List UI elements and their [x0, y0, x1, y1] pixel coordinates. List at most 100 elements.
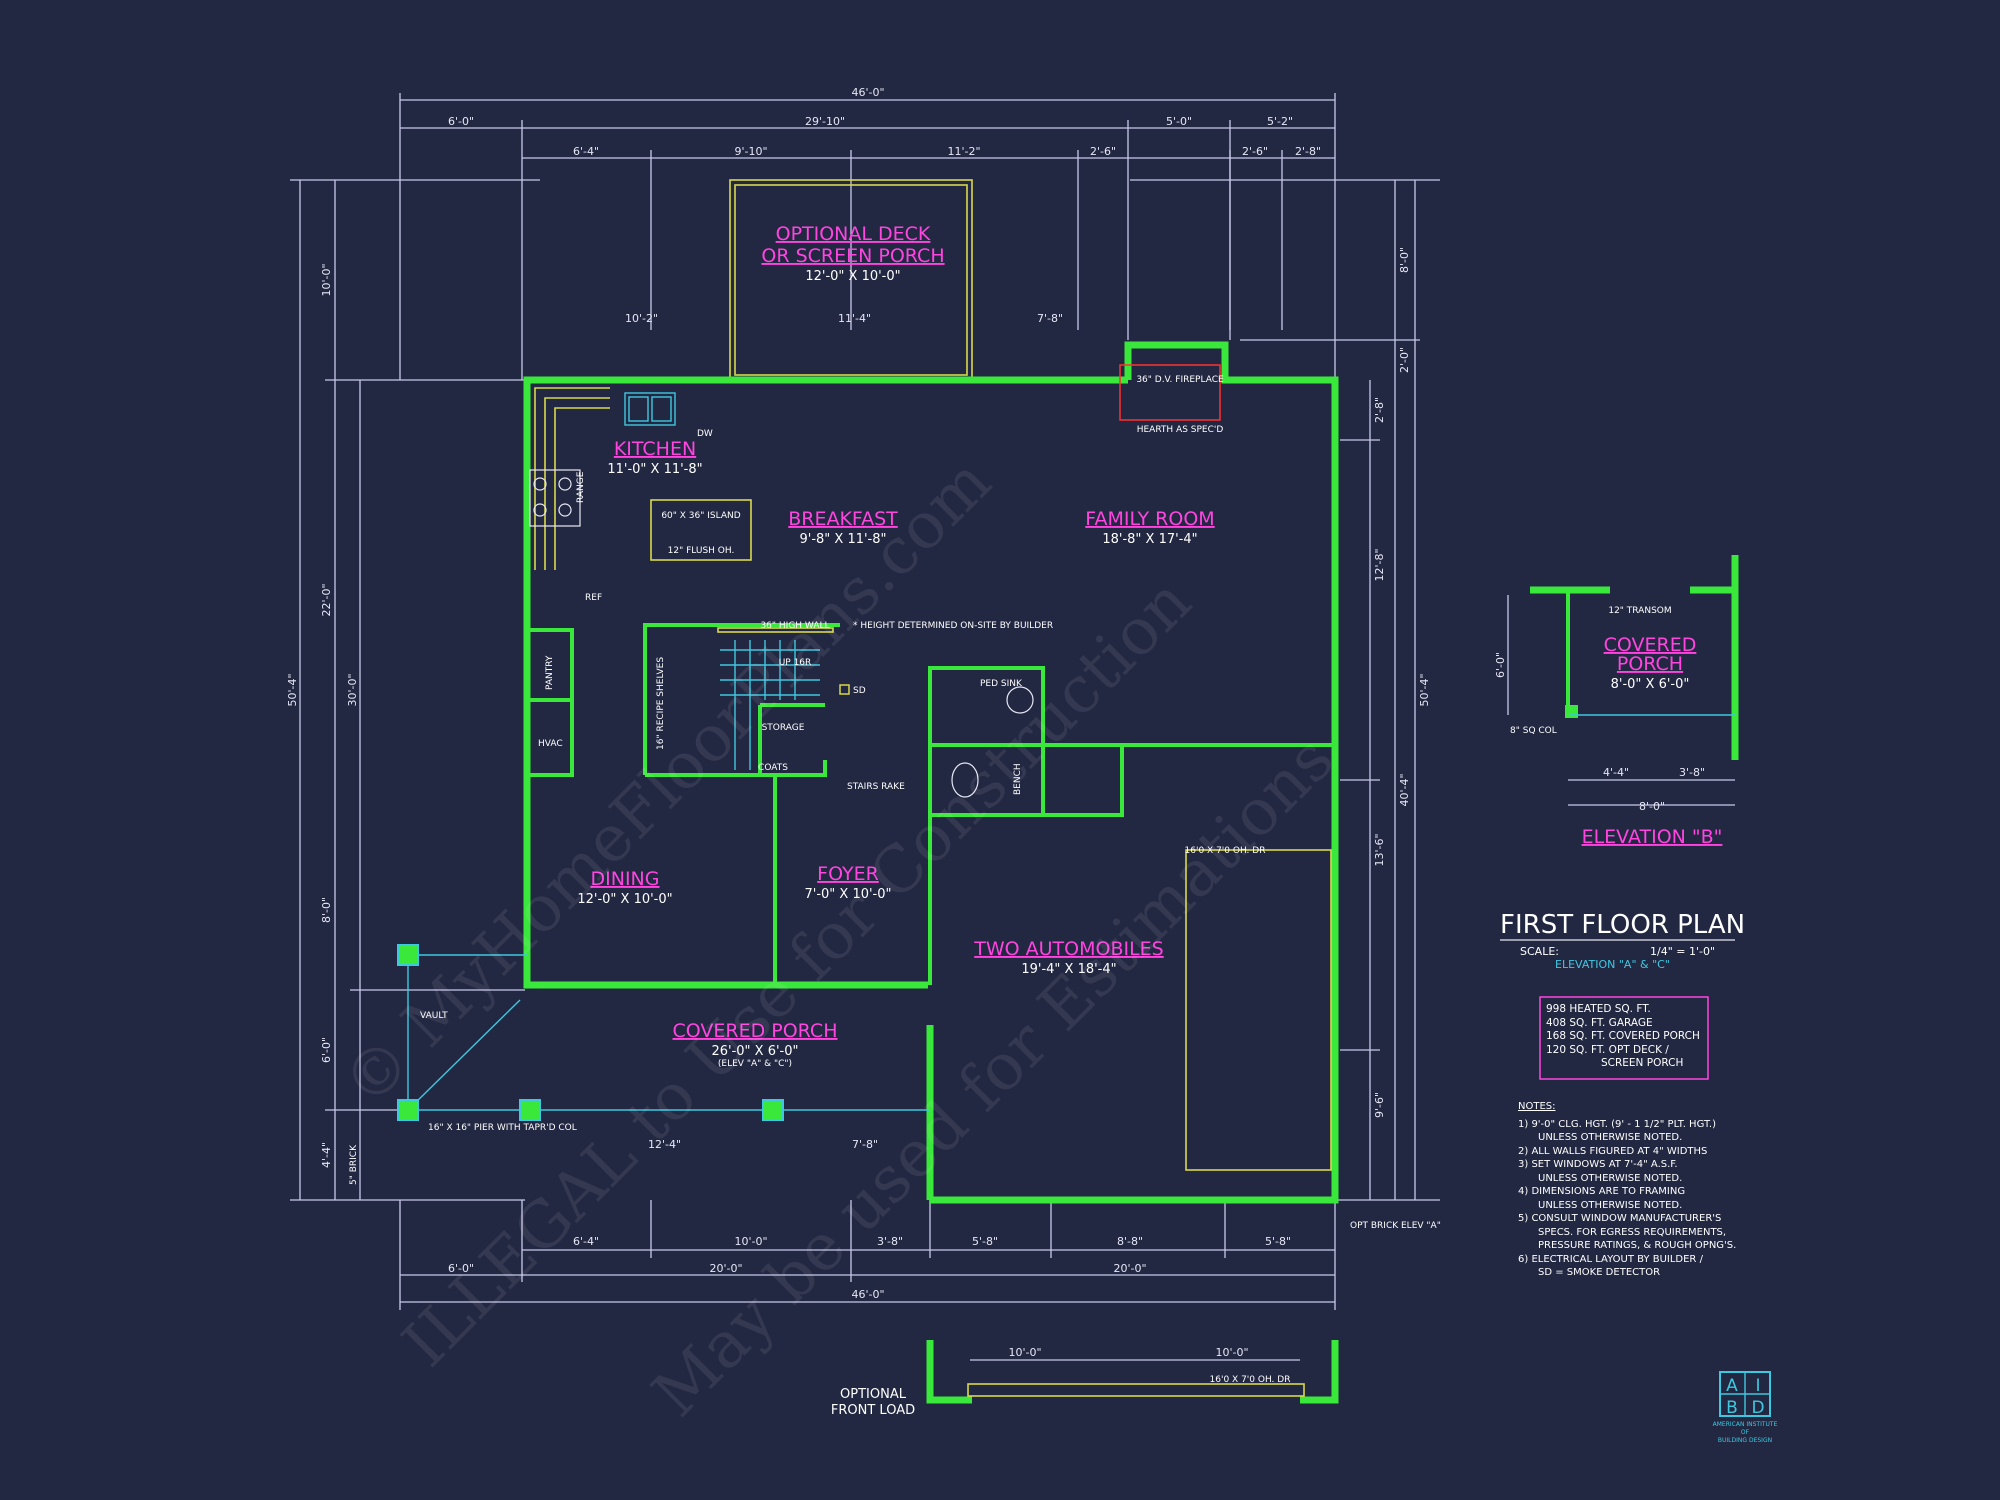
porch-size: 26'-0" X 6'-0" — [711, 1044, 798, 1059]
scale-label: SCALE: — [1520, 945, 1559, 958]
dining-size: 12'-0" X 10'-0" — [577, 892, 672, 907]
dim-porch-b-depth: 6'-0" — [1494, 652, 1507, 678]
porch: 16" X 16" PIER WITH TAPR'D COL VAULT 12'… — [397, 944, 930, 1151]
label-sd: SD — [853, 686, 866, 696]
porch-b-size: 8'-0" X 6'-0" — [1611, 677, 1690, 692]
dim-right-c: 40'-4" — [1398, 773, 1411, 806]
note-line: UNLESS OTHERWISE NOTED. — [1538, 1132, 1683, 1143]
dim-top2-3: 2'-6" — [1090, 145, 1116, 158]
porch-b-name-1: COVERED — [1604, 634, 1697, 656]
label-sq-col: 8" SQ COL — [1510, 726, 1557, 736]
elevation-b-porch: 6'-0" 4'-4" 3'-8" 8'-0" COVERED PORCH 8'… — [1494, 555, 1739, 848]
dim-bot1-3: 5'-8" — [972, 1235, 998, 1248]
note-line: 3) SET WINDOWS AT 7'-4" A.S.F. — [1518, 1159, 1678, 1170]
room-labels: KITCHEN 11'-0" X 11'-8" BREAKFAST 9'-8" … — [577, 438, 1214, 1069]
note-line: SPECS. FOR EGRESS REQUIREMENTS, — [1538, 1226, 1727, 1238]
logo-a: A — [1726, 1376, 1738, 1396]
label-range: RANGE — [576, 471, 586, 503]
label-vault: VAULT — [420, 1011, 448, 1021]
stairs: 36" HIGH WALL UP 16R STORAGE COATS * HEI… — [656, 621, 1053, 792]
dim-left-e: 4'-4" — [320, 1142, 333, 1168]
dim-bot2-a: 6'-0" — [448, 1262, 474, 1275]
garage-size: 19'-4" X 18'-4" — [1021, 962, 1116, 977]
dim-top-b: 29'-10" — [805, 115, 845, 128]
label-opt-brick: OPT BRICK ELEV "A" — [1350, 1221, 1441, 1231]
area-line: 120 SQ. FT. OPT DECK / — [1546, 1043, 1669, 1056]
family-size: 18'-8" X 17'-4" — [1102, 532, 1197, 547]
label-hearth: HEARTH AS SPEC'D — [1137, 425, 1224, 435]
dim-bot1-5: 5'-8" — [1265, 1235, 1291, 1248]
label-brick: 5" BRICK — [349, 1144, 359, 1185]
dim-right-a: 8'-0" — [1398, 247, 1411, 273]
logo-i: I — [1755, 1376, 1760, 1396]
watermark: © MyHomeFloorPlans.com ILLEGAL to Use fo… — [329, 445, 1348, 1431]
dim-top2-1: 9'-10" — [734, 145, 767, 158]
dim-top2-4: 2'-6" — [1242, 145, 1268, 158]
dim-right-f: 9'-6" — [1373, 1092, 1386, 1118]
dim-left-d: 6'-0" — [320, 1037, 333, 1063]
label-high-wall: 36" HIGH WALL — [760, 621, 829, 631]
dim-right-e: 13'-6" — [1373, 833, 1386, 866]
note-line: 2) ALL WALLS FIGURED AT 4" WIDTHS — [1518, 1145, 1708, 1157]
front-load-label-1: OPTIONAL — [840, 1387, 907, 1402]
label-storage: STORAGE — [762, 723, 805, 733]
dim-right-b: 2'-0" — [1398, 347, 1411, 373]
label-fireplace: 36" D.V. FIREPLACE — [1136, 375, 1224, 385]
area-line: SCREEN PORCH — [1601, 1057, 1684, 1069]
bottom-dimensions: 6'-4" 10'-0" 3'-8" 5'-8" 8'-8" 5'-8" 6'-… — [399, 1200, 1441, 1310]
notes-title: NOTES: — [1518, 1101, 1556, 1112]
dim-porch-left: 12'-4" — [648, 1138, 681, 1151]
note-line: 4) DIMENSIONS ARE TO FRAMING — [1518, 1186, 1686, 1197]
deck-name-2: OR SCREEN PORCH — [761, 245, 944, 267]
note-line: 1) 9'-0" CLG. HGT. (9' - 1 1/2" PLT. HGT… — [1518, 1118, 1716, 1130]
optional-front-load: 10'-0" 10'-0" 16'0 X 7'0 OH. DR OPTIONAL… — [831, 1340, 1339, 1418]
label-coats: COATS — [758, 763, 788, 773]
note-line: SD = SMOKE DETECTOR — [1538, 1267, 1661, 1278]
front-load-label-2: FRONT LOAD — [831, 1403, 915, 1418]
dim-bot1-0: 6'-4" — [573, 1235, 599, 1248]
logo-d: D — [1751, 1398, 1764, 1418]
dim-top2-5: 2'-8" — [1295, 145, 1321, 158]
dim-right-d: 12'-8" — [1373, 548, 1386, 581]
logo-text-2: OF — [1741, 1429, 1750, 1436]
note-line: PRESSURE RATINGS, & ROUGH OPNG'S. — [1538, 1240, 1737, 1251]
dim-top-c: 5'-0" — [1166, 115, 1192, 128]
label-pantry: PANTRY — [545, 655, 555, 690]
dim-left-a: 10'-0" — [320, 263, 333, 296]
note-line: 5) CONSULT WINDOW MANUFACTURER'S — [1518, 1213, 1722, 1224]
label-transom: 12" TRANSOM — [1608, 606, 1671, 616]
dim-right-overall: 50'-4" — [1418, 673, 1431, 706]
area-line: 408 SQ. FT. GARAGE — [1546, 1016, 1653, 1029]
label-ref: REF — [585, 593, 602, 603]
label-height-note: * HEIGHT DETERMINED ON-SITE BY BUILDER — [853, 621, 1053, 631]
foyer-size: 7'-0" X 10'-0" — [804, 887, 891, 902]
dim-left-c: 8'-0" — [320, 897, 333, 923]
logo-text-1: AMERICAN INSTITUTE — [1713, 1421, 1778, 1428]
scale-value: 1/4" = 1'-0" — [1650, 945, 1715, 958]
logo-b: B — [1726, 1398, 1738, 1418]
label-hvac: HVAC — [538, 739, 563, 749]
note-line: UNLESS OTHERWISE NOTED. — [1538, 1199, 1683, 1211]
fireplace: 36" D.V. FIREPLACE HEARTH AS SPEC'D — [1119, 364, 1224, 435]
dim-bot-overall: 46'-0" — [851, 1288, 884, 1301]
area-line: 168 SQ. FT. COVERED PORCH — [1546, 1030, 1700, 1042]
dim-bot1-1: 10'-0" — [734, 1235, 767, 1248]
breakfast-size: 9'-8" X 11'-8" — [799, 532, 886, 547]
dim-top2-0: 6'-4" — [573, 145, 599, 158]
front-load-dim-1: 10'-0" — [1215, 1346, 1248, 1359]
dim-porch-b-b: 3'-8" — [1679, 766, 1705, 779]
area-box: 998 HEATED SQ. FT. 408 SQ. FT. GARAGE 16… — [1546, 1003, 1706, 1071]
label-garage-door: 16'0 X 7'0 OH. DR — [1185, 846, 1266, 856]
deck-size: 12'-0" X 10'-0" — [805, 269, 900, 284]
dim-right-g: 2'-8" — [1373, 397, 1386, 423]
porch-name: COVERED PORCH — [673, 1020, 838, 1042]
dim-bot2-b: 20'-0" — [709, 1262, 742, 1275]
label-pier: 16" X 16" PIER WITH TAPR'D COL — [428, 1123, 577, 1133]
dim-bot1-2: 3'-8" — [877, 1235, 903, 1248]
title-block: FIRST FLOOR PLAN SCALE: 1/4" = 1'-0" ELE… — [1500, 910, 1745, 1080]
dim-porch-right: 7'-8" — [852, 1138, 878, 1151]
elevation-label: ELEVATION "A" & "C" — [1555, 958, 1670, 971]
right-dimensions: 50'-4" 8'-0" 2'-0" 40'-4" 12'-8" 13'-6" … — [1130, 179, 1440, 1201]
label-ped-sink: PED SINK — [980, 679, 1023, 689]
